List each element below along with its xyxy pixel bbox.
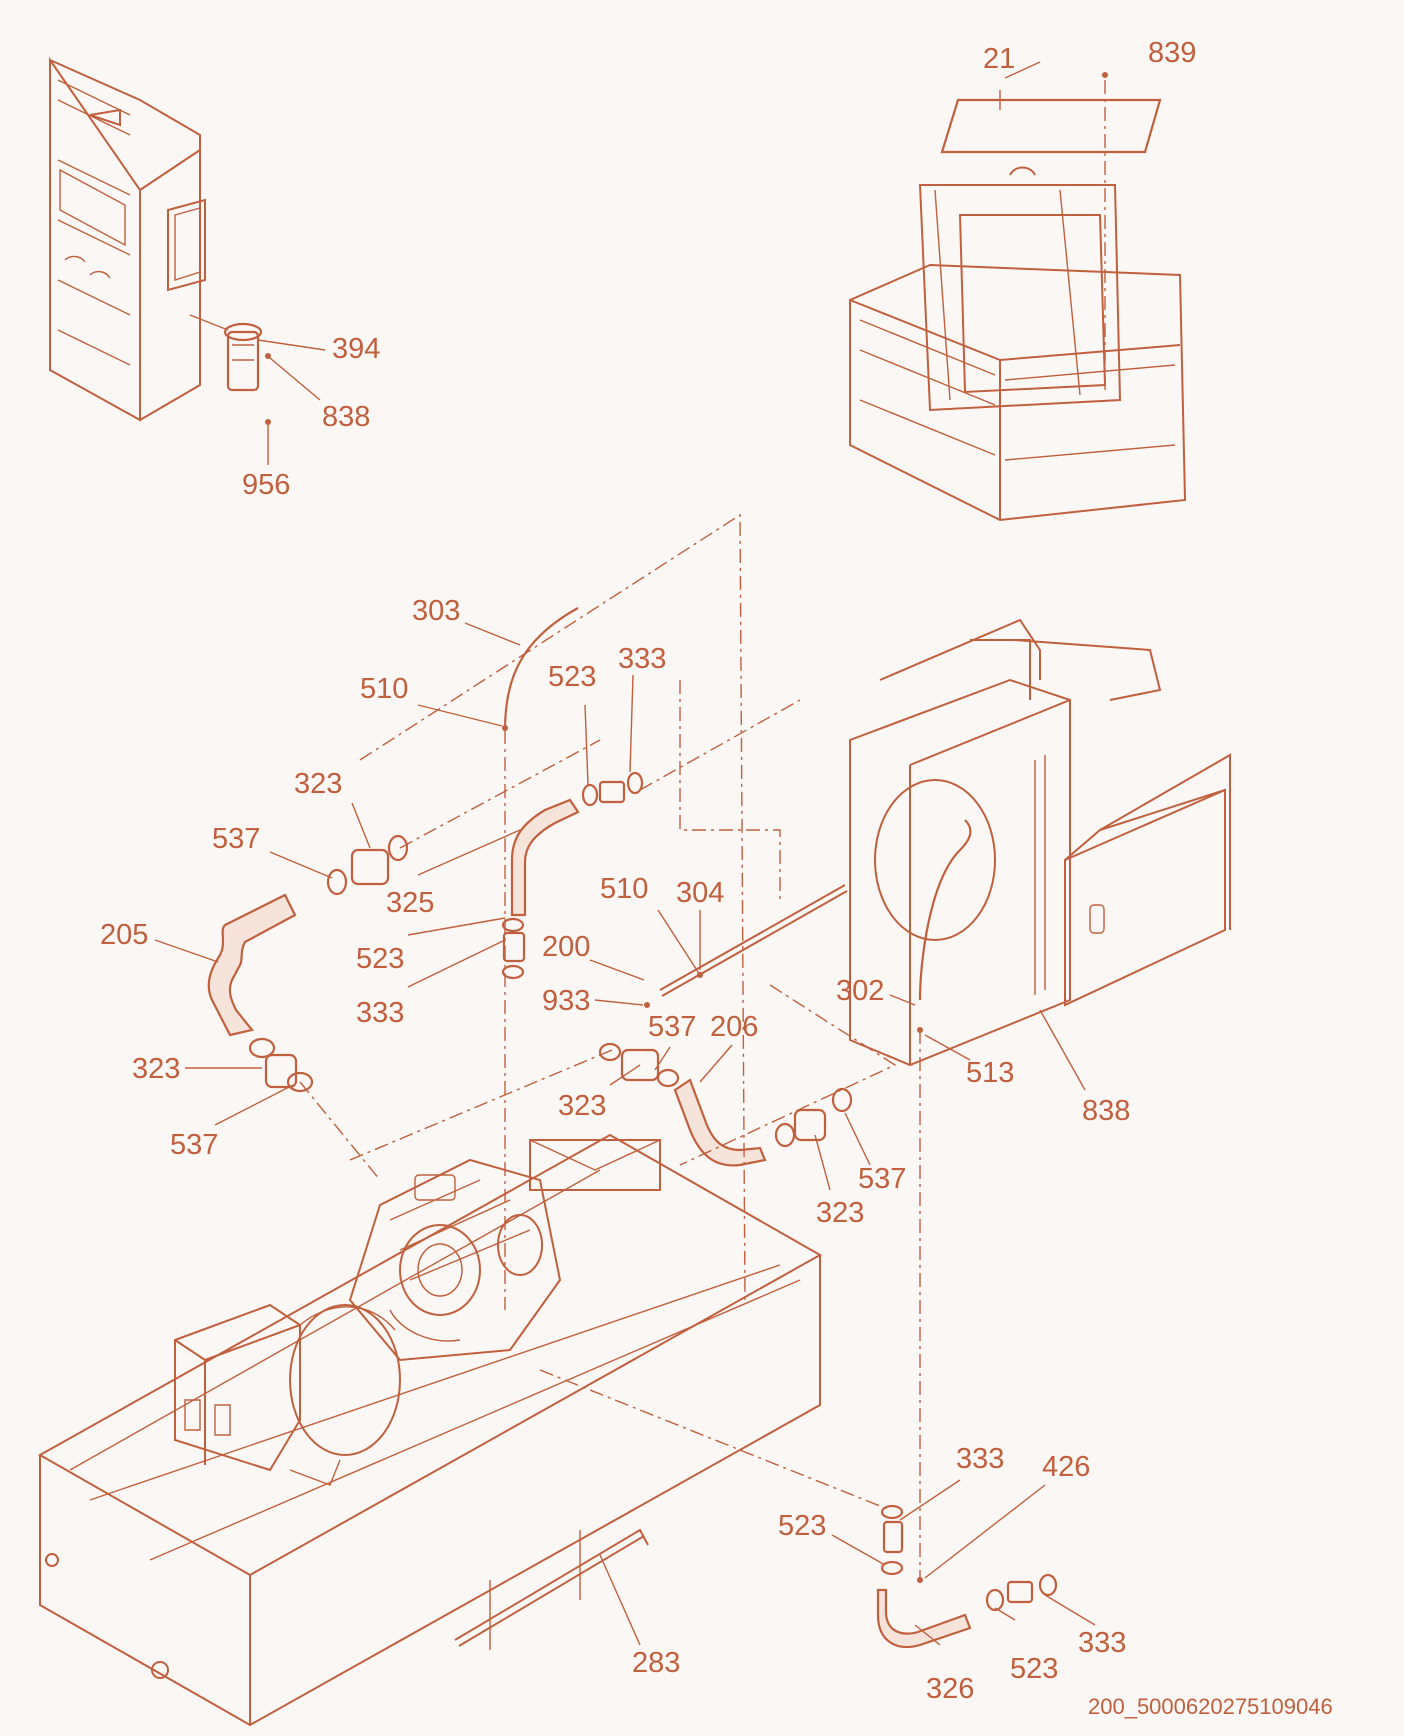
alternator <box>174 1303 401 1486</box>
enclosure-frame <box>849 72 1187 522</box>
fittings-523-333-vertical <box>501 917 526 980</box>
callout-333: 333 <box>956 1443 1004 1475</box>
callout-304: 304 <box>676 877 724 909</box>
callout-510: 510 <box>600 873 648 905</box>
callout-205: 205 <box>100 919 148 951</box>
hose-325 <box>510 798 580 917</box>
radiator-assembly <box>849 618 1231 1067</box>
clamps-323-537-left <box>248 834 409 1093</box>
callout-302: 302 <box>836 975 884 1007</box>
callout-523: 523 <box>356 943 404 975</box>
callout-510: 510 <box>360 673 408 705</box>
callout-523: 523 <box>548 661 596 693</box>
vent-tube-304-200 <box>644 884 848 1008</box>
clamps-323-537-center <box>598 1042 853 1148</box>
engine <box>348 1158 562 1362</box>
callout-333: 333 <box>356 997 404 1029</box>
callout-537: 537 <box>212 823 260 855</box>
callout-206: 206 <box>710 1011 758 1043</box>
callout-labels: 21 839 394 838 956 303 510 523 333 323 5… <box>100 37 1333 1719</box>
callout-537: 537 <box>648 1011 696 1043</box>
enclosure-side-panel <box>49 56 206 422</box>
callout-838: 838 <box>322 401 370 433</box>
fittings-lower-right <box>876 1504 1058 1649</box>
callout-537: 537 <box>858 1163 906 1195</box>
callout-933: 933 <box>542 985 590 1017</box>
callout-513: 513 <box>966 1057 1014 1089</box>
callout-839: 839 <box>1148 37 1196 69</box>
callout-523: 523 <box>1010 1653 1058 1685</box>
callout-323: 323 <box>558 1090 606 1122</box>
callout-200: 200 <box>542 931 590 963</box>
hose-205 <box>207 893 297 1037</box>
callout-537: 537 <box>170 1129 218 1161</box>
base-frame <box>37 1133 823 1727</box>
callout-325: 325 <box>386 887 434 919</box>
fittings-523-333-upper <box>581 771 644 807</box>
hose-303 <box>502 607 579 731</box>
callout-333: 333 <box>1078 1627 1126 1659</box>
fuel-filter-394 <box>189 314 271 425</box>
callout-326: 326 <box>926 1673 974 1705</box>
callout-426: 426 <box>1042 1451 1090 1483</box>
leader-lines <box>154 61 1096 1646</box>
hose-206 <box>673 1078 767 1167</box>
callout-956: 956 <box>242 469 290 501</box>
callout-323: 323 <box>132 1053 180 1085</box>
radiator-hose-302 <box>917 819 972 1033</box>
callout-21: 21 <box>983 43 1015 75</box>
callout-838: 838 <box>1082 1095 1130 1127</box>
callout-323: 323 <box>294 768 342 800</box>
callout-394: 394 <box>332 333 380 365</box>
callout-303: 303 <box>412 595 460 627</box>
callout-283: 283 <box>632 1647 680 1679</box>
callout-323: 323 <box>816 1197 864 1229</box>
drawing-code: 200_5000620275109046 <box>1088 1694 1333 1719</box>
callout-523: 523 <box>778 1510 826 1542</box>
callout-333: 333 <box>618 643 666 675</box>
phantom-lines <box>299 513 921 1580</box>
drain-tube-283 <box>454 1528 649 1647</box>
